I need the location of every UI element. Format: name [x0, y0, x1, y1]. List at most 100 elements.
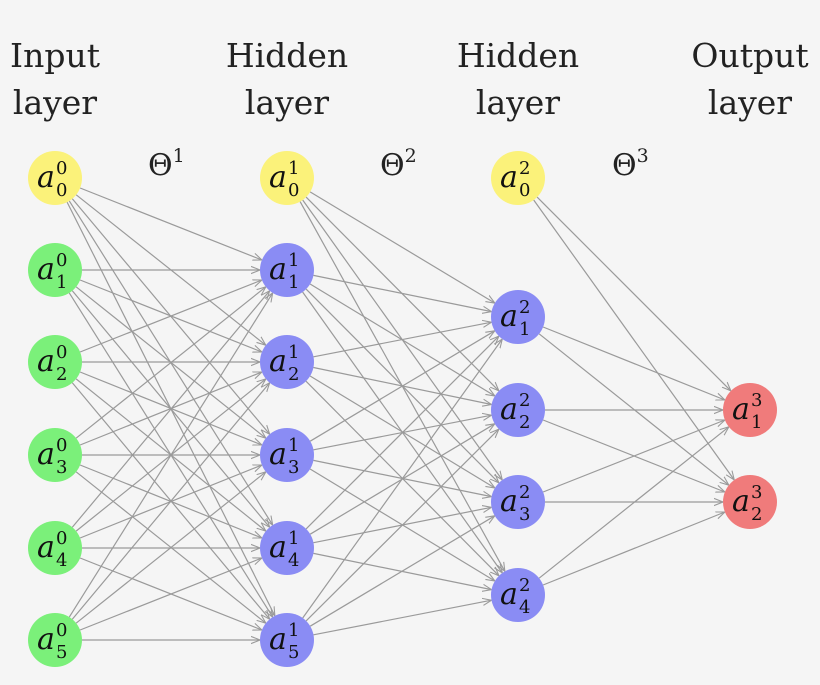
neuron-circle — [28, 151, 82, 205]
neuron-superscript: 2 — [519, 390, 530, 411]
neuron-variable: a — [269, 344, 287, 379]
neuron-variable: a — [269, 530, 287, 565]
layer-title-line1: Output — [691, 36, 808, 75]
neuron-circle — [28, 613, 82, 667]
theta-superscript: 3 — [637, 145, 649, 167]
edge-l0-n5-to-n2 — [71, 383, 269, 620]
neuron-subscript: 3 — [56, 457, 67, 478]
neuron-circle — [28, 243, 82, 297]
svg-text:Θ1: Θ1 — [148, 145, 185, 183]
theta-superscript: 1 — [173, 145, 185, 167]
neuron-superscript: 0 — [56, 528, 67, 549]
layer-title-line2: layer — [245, 83, 329, 122]
neuron-superscript: 0 — [56, 158, 67, 179]
neuron-circle — [28, 521, 82, 575]
neuron-superscript: 2 — [519, 575, 530, 596]
neuron-circle — [491, 475, 545, 529]
edge-l1-n5-to-n2 — [305, 429, 499, 622]
neuron-subscript: 5 — [288, 642, 299, 663]
theta-superscript: 2 — [405, 145, 417, 167]
theta-symbol: Θ — [148, 148, 173, 183]
neuron-subscript: 1 — [751, 412, 762, 433]
neuron-superscript: 1 — [288, 435, 299, 456]
edge-l1-n5-to-n3 — [309, 516, 495, 627]
edge-l1-n1-to-n1 — [313, 274, 492, 311]
neuron-superscript: 1 — [288, 620, 299, 641]
neuron-subscript: 2 — [288, 364, 299, 385]
neuron-superscript: 1 — [288, 250, 299, 271]
neuron-circle — [28, 428, 82, 482]
layer-title-line2: layer — [476, 83, 560, 122]
neuron-subscript: 4 — [519, 597, 530, 618]
neuron-circle — [260, 613, 314, 667]
neuron-superscript: 2 — [519, 482, 530, 503]
layer-title-hidden-1: Hidden layer — [226, 36, 348, 122]
neuron-variable: a — [500, 484, 518, 519]
neuron-superscript: 0 — [56, 342, 67, 363]
edge-l1-n0-to-n1 — [309, 191, 495, 303]
theta-symbol: Θ — [612, 148, 637, 183]
layer-title-input: Input layer — [10, 36, 100, 122]
neuron-circle — [260, 151, 314, 205]
neuron-subscript: 3 — [519, 504, 530, 525]
weight-label-theta-2: Θ2 — [380, 145, 417, 183]
layer-title-line2: layer — [708, 83, 792, 122]
neuron-circle — [491, 151, 545, 205]
layer-title-line1: Hidden — [457, 36, 579, 75]
neuron-superscript: 2 — [519, 158, 530, 179]
edge-l1-n4-to-n1 — [305, 336, 499, 530]
neuron-circle — [491, 568, 545, 622]
neuron-superscript: 3 — [751, 390, 762, 411]
neuron-circle — [260, 243, 314, 297]
weight-label-theta-3: Θ3 — [612, 145, 649, 183]
neuron-subscript: 2 — [751, 504, 762, 525]
neuron-superscript: 1 — [288, 158, 299, 179]
neuron-superscript: 3 — [751, 482, 762, 503]
neuron-subscript: 1 — [56, 272, 67, 293]
edge-l2-n0-to-n0 — [536, 196, 731, 391]
neuron-subscript: 1 — [519, 319, 530, 340]
neuron-subscript: 0 — [56, 180, 67, 201]
neuron-variable: a — [269, 437, 287, 472]
neuron-subscript: 0 — [288, 180, 299, 201]
theta-symbol: Θ — [380, 148, 405, 183]
neuron-variable: a — [269, 160, 287, 195]
edge-l2-n4-to-n0 — [538, 427, 729, 579]
neuron-circle — [723, 475, 777, 529]
neuron-variable: a — [500, 160, 518, 195]
neuron-circle — [491, 290, 545, 344]
neuron-superscript: 0 — [56, 250, 67, 271]
edge-l1-n2-to-n1 — [313, 322, 492, 358]
neuron-variable: a — [732, 392, 750, 427]
layer-title-line1: Hidden — [226, 36, 348, 75]
svg-text:Θ3: Θ3 — [612, 145, 649, 183]
edge-l0-n2-to-n1 — [79, 280, 262, 353]
neuron-superscript: 0 — [56, 620, 67, 641]
edge-l0-n5-to-n4 — [79, 558, 262, 631]
layer-title-line1: Input — [10, 36, 100, 75]
edge-l2-n3-to-n0 — [542, 420, 725, 493]
edge-l0-n5-to-n1 — [68, 293, 272, 618]
edge-l0-n5-to-n3 — [75, 472, 266, 624]
neuron-variable: a — [269, 622, 287, 657]
neuron-subscript: 5 — [56, 642, 67, 663]
neuron-superscript: 0 — [56, 435, 67, 456]
neuron-variable: a — [732, 484, 750, 519]
